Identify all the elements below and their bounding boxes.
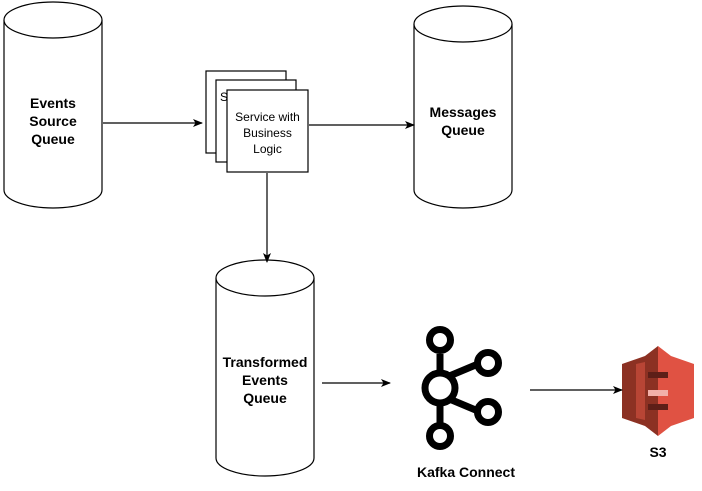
connectors	[103, 119, 623, 394]
transformed-events-queue-label-2: Events	[242, 372, 288, 388]
service-node: S Service with Business Logic	[205, 70, 309, 173]
service-label-3: Logic	[253, 142, 282, 156]
transformed-events-queue-label-1: Transformed	[223, 354, 308, 370]
s3-bucket-icon	[622, 346, 694, 436]
service-box-front	[226, 89, 309, 173]
kafka-icon	[421, 326, 502, 450]
transformed-events-queue-node: Transformed Events Queue	[215, 259, 315, 477]
events-source-queue-top	[3, 1, 103, 39]
transformed-events-queue-label-3: Queue	[243, 390, 287, 406]
events-source-queue-body	[3, 20, 103, 209]
events-source-queue-label-2: Source	[29, 113, 77, 129]
kafka-connect-label: Kafka Connect	[417, 464, 515, 480]
s3-label: S3	[649, 444, 666, 460]
service-label-2: Business	[243, 126, 292, 140]
messages-queue-top	[413, 5, 513, 43]
service-label-1: Service with	[235, 110, 300, 124]
events-source-queue-label-1: Events	[30, 95, 76, 111]
messages-queue-node: Messages Queue	[413, 5, 513, 209]
messages-queue-body	[413, 24, 513, 209]
service-back-label: S	[220, 90, 228, 104]
transformed-events-queue-top	[215, 259, 315, 297]
events-source-queue-label-3: Queue	[31, 131, 75, 147]
transformed-events-queue-body	[215, 278, 315, 477]
s3-node: S3	[622, 346, 694, 460]
kafka-connect-node: Kafka Connect	[417, 326, 515, 480]
messages-queue-label-2: Queue	[441, 122, 485, 138]
messages-queue-label-1: Messages	[430, 104, 497, 120]
events-source-queue-node: Events Source Queue	[3, 1, 103, 209]
